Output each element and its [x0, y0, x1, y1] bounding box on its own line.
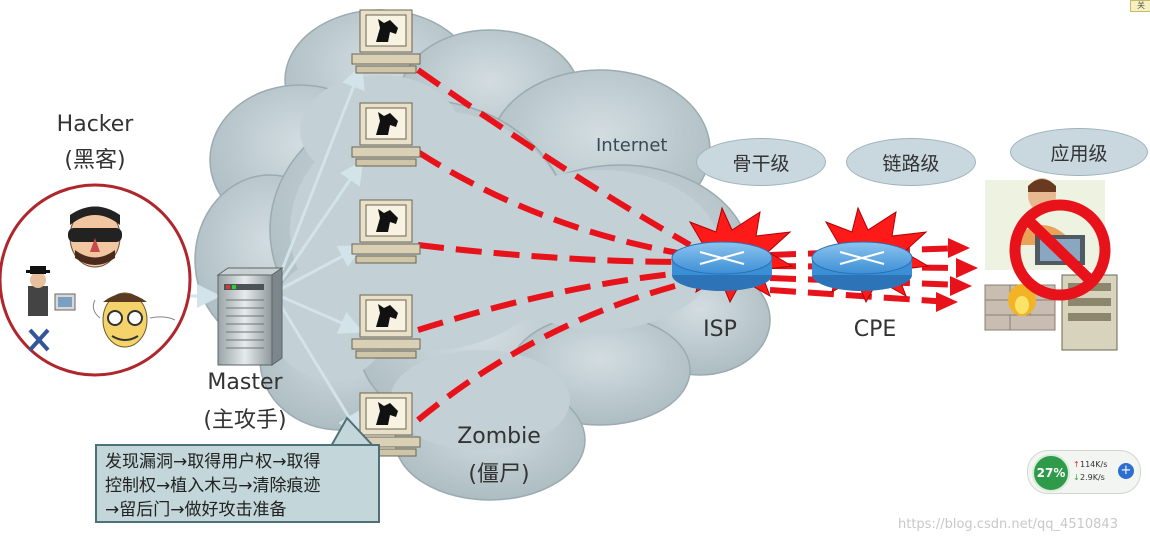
- zombie-computers: [351, 9, 421, 457]
- hacker-label: Hacker: [56, 112, 134, 137]
- firewall-icon: [984, 284, 1056, 331]
- network-speed-widget[interactable]: 27% ↑ 114K/s ↓ 2.9K/s +: [1027, 450, 1141, 494]
- isp-router-icon: [671, 206, 794, 304]
- add-button[interactable]: +: [1118, 463, 1134, 479]
- memory-usage-gauge[interactable]: 27%: [1032, 454, 1070, 492]
- isp-label: ISP: [703, 317, 737, 342]
- callout-line: 发现漏洞→取得用户权→取得: [105, 452, 321, 472]
- zombie-computer-icon: [351, 199, 421, 264]
- hacker-at-computer-icon: [26, 266, 76, 352]
- zombie-label: Zombie: [457, 424, 541, 449]
- source-watermark: https://blog.csdn.net/qq_4510843: [898, 517, 1118, 532]
- master-server-icon: [216, 267, 284, 366]
- internet-label: Internet: [596, 135, 668, 156]
- zombie-computer-icon: [351, 294, 421, 359]
- master-sublabel: (主攻手): [203, 408, 287, 433]
- attack-steps-callout: 发现漏洞→取得用户权→取得 控制权→植入木马→清除痕迹 →留后门→做好攻击准备: [95, 444, 380, 523]
- zombie-sublabel: (僵尸): [468, 462, 530, 487]
- upload-arrow-icon: ↑: [1073, 460, 1080, 469]
- zombie-computer-icon: [351, 9, 421, 74]
- cpe-level-tag: 链路级: [846, 138, 976, 186]
- cpe-label: CPE: [853, 317, 897, 342]
- target-site-icon: [984, 178, 1118, 351]
- cpe-router-icon: [811, 206, 930, 304]
- hacker-sublabel: (黑客): [64, 148, 126, 173]
- zombie-computer-icon: [351, 392, 421, 457]
- masked-hacker-icon: [68, 206, 122, 268]
- master-to-zombie-arrows: [190, 64, 365, 438]
- glasses-hacker-icon: [92, 292, 176, 348]
- attack-arrowheads: [936, 238, 978, 312]
- callout-line: 控制权→植入木马→清除痕迹: [105, 476, 321, 496]
- download-arrow-icon: ↓: [1073, 473, 1080, 482]
- download-rate: 2.9K/s: [1080, 473, 1105, 482]
- callout-line: →留后门→做好攻击准备: [105, 500, 287, 520]
- isp-level-tag: 骨干级: [696, 138, 826, 186]
- zombie-computer-icon: [351, 102, 421, 167]
- hacker-group: [0, 183, 192, 377]
- master-label: Master: [207, 370, 283, 395]
- close-corner-button[interactable]: 关: [1130, 0, 1150, 12]
- prohibited-sign-icon: [1009, 199, 1111, 301]
- upload-rate: 114K/s: [1080, 460, 1108, 469]
- target-level-tag: 应用级: [1010, 128, 1148, 176]
